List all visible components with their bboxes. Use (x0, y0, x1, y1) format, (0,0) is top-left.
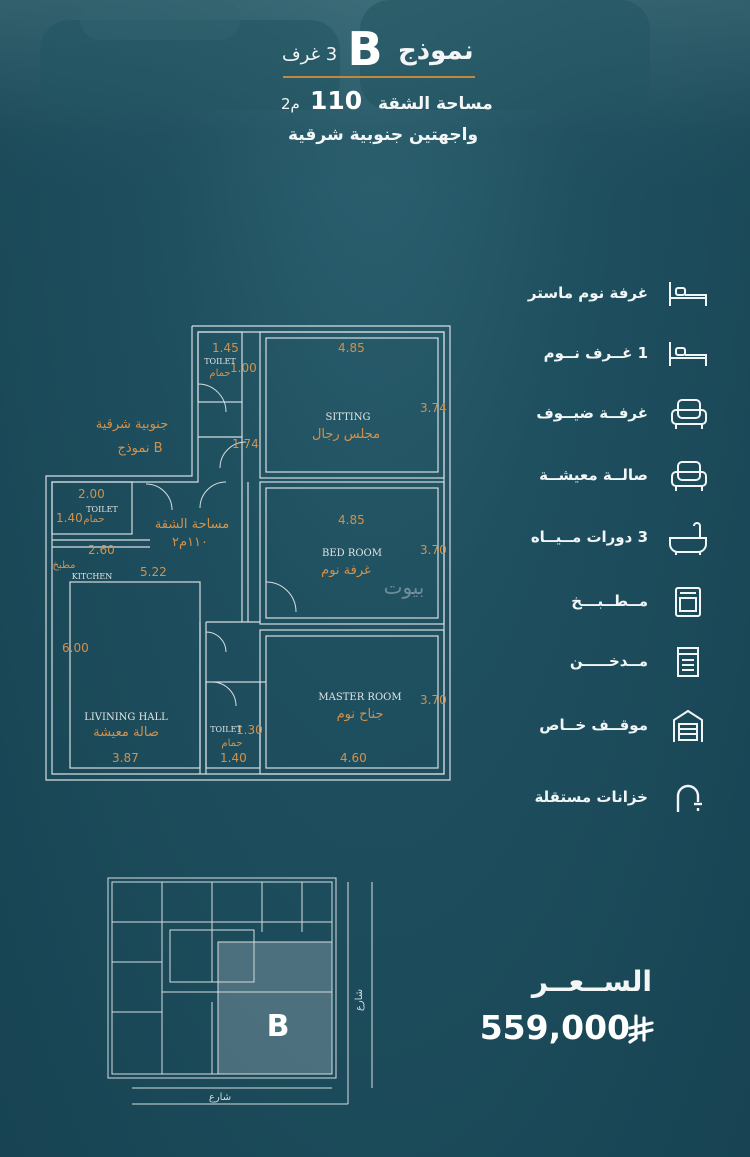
price-value: 559,000 (479, 1008, 630, 1047)
feature-bedroom: 1 غــرف نــوم (530, 336, 710, 376)
dim-master-w: 4.60 (340, 751, 367, 765)
feature-water-tanks: خزانات مستقلة (530, 780, 710, 820)
feature-bathrooms: 3 دورات مــيــاه (530, 520, 710, 560)
feature-label: مــطــبـــخ (571, 592, 648, 610)
room-master-en: MASTER ROOM (318, 692, 401, 703)
room-living-en: LIVINING HALL (84, 712, 168, 723)
room-toilet-bottom-en: TOILET (210, 725, 242, 734)
feature-master-bedroom: غرفة نوم ماستر (527, 276, 710, 316)
feature-label: 3 دورات مــيــاه (530, 528, 648, 546)
room-sitting-ar: مجلس رجال (312, 427, 380, 442)
floor-plan: 1.45 4.85 3.74 1.74 2.00 1.40 2.60 5.22 … (45, 325, 451, 781)
bed-icon (669, 282, 707, 306)
armchair-icon (671, 399, 707, 429)
dim-left-toilet-h: 1.40 (56, 511, 83, 525)
model-letter: B (347, 22, 383, 76)
feature-label: موقــف خــاص (539, 716, 648, 734)
model-word: نموذج (398, 36, 474, 66)
feature-chimney: مــدخـــــن (530, 644, 710, 684)
bed-icon (669, 342, 707, 366)
site-unit-letter: B (267, 1009, 290, 1044)
model-plan-label: نموذج B (117, 441, 162, 456)
dim-kitchen-len: 5.22 (140, 565, 167, 579)
price-label: الســعــر (531, 965, 652, 998)
dim-extra-2: 1.30 (236, 723, 263, 737)
dim-kitchen-w: 2.60 (88, 543, 115, 557)
room-toilet-bottom-ar: حمام (221, 738, 242, 749)
dim-bed-w: 4.85 (338, 513, 365, 527)
feature-label: 1 غــرف نــوم (543, 344, 648, 362)
area-unit: م2 (281, 95, 300, 113)
chimney-icon (677, 647, 699, 677)
room-sitting-en: SITTING (325, 412, 370, 423)
hero-background (0, 0, 750, 190)
riyal-currency-icon (628, 1014, 654, 1044)
orientation-plan-label: جنوبية شرقية (96, 417, 169, 432)
dim-living-w: 3.87 (112, 751, 139, 765)
area-value: 110 (310, 86, 363, 115)
dim-bed-h: 3.70 (420, 543, 447, 557)
room-toilet-left-en: TOILET (86, 505, 118, 514)
plan-area-label: مساحة الشقة (155, 517, 229, 532)
dim-living-h: 6.00 (62, 641, 89, 655)
feature-label: مــدخـــــن (569, 652, 648, 670)
feature-label: خزانات مستقلة (534, 788, 648, 806)
dim-extra-1: 1.00 (230, 361, 257, 375)
feature-living-room: صالــة معيشــة (530, 458, 710, 498)
watermark: بيوت (384, 575, 425, 599)
feature-guest-room: غرفــة ضيــوف (530, 396, 710, 436)
dim-toilet-top: 1.45 (212, 341, 239, 355)
room-bed-ar: غرفة نوم (321, 563, 371, 578)
room-living-ar: صالة معيشة (93, 725, 159, 740)
area-label: مساحة الشقة (378, 94, 493, 114)
street-label-side: شارع (354, 989, 365, 1011)
site-plan: B شارع شارع (107, 877, 373, 1105)
feature-kitchen: مــطــبـــخ (530, 584, 710, 624)
dim-corridor: 1.74 (232, 437, 259, 451)
plan-area-value: ١١٠م٢ (172, 535, 208, 550)
room-toilet-top-ar: حمام (209, 368, 230, 379)
garage-icon (673, 709, 703, 742)
water-tap-icon (676, 784, 702, 812)
room-toilet-top-en: TOILET (204, 357, 236, 366)
dim-left-toilet-w: 2.00 (78, 487, 105, 501)
feature-label: غرفة نوم ماستر (527, 284, 648, 302)
armchair-icon (671, 461, 707, 491)
feature-label: غرفــة ضيــوف (536, 404, 648, 422)
room-kitchen-ar: مطبخ (52, 560, 75, 571)
title-divider (283, 76, 475, 78)
feature-parking: موقــف خــاص (530, 708, 710, 748)
rooms-count: 3 غرف (282, 44, 338, 65)
unit-b-highlight (217, 941, 333, 1075)
feature-label: صالــة معيشــة (539, 466, 648, 484)
dim-sitting-h: 3.74 (420, 401, 447, 415)
room-master-ar: جناح نوم (337, 707, 384, 722)
orientation-text: واجهتين جنوبية شرقية (288, 125, 479, 145)
room-kitchen-en: KITCHEN (72, 572, 112, 581)
dim-sitting-w: 4.85 (338, 341, 365, 355)
dim-bottom-toilet: 1.40 (220, 751, 247, 765)
dim-master-h: 3.70 (420, 693, 447, 707)
room-bed-en: BED ROOM (322, 548, 382, 559)
street-label-bottom: شارع (209, 1092, 231, 1103)
bathtub-icon (669, 522, 707, 555)
oven-icon (675, 587, 701, 617)
room-toilet-left-ar: حمام (83, 514, 104, 525)
